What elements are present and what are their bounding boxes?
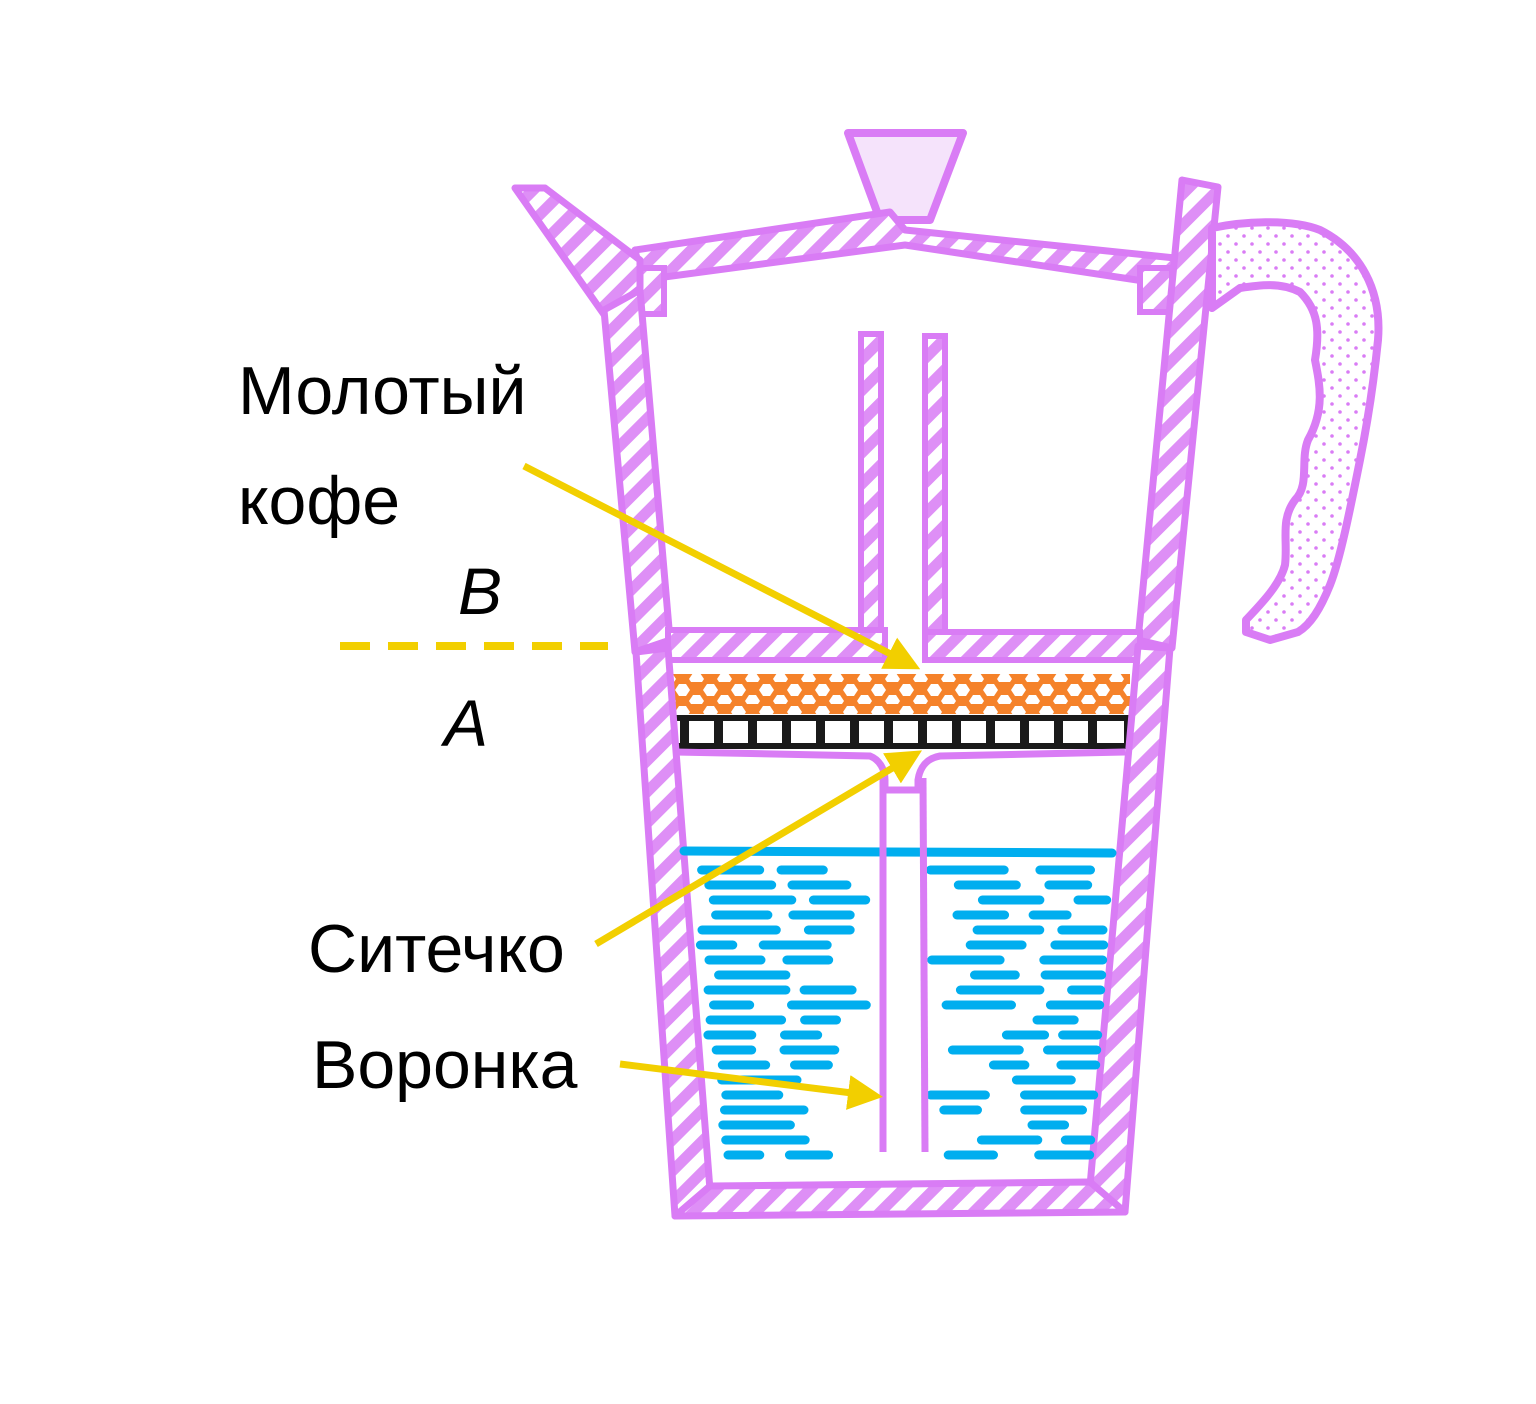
arrow-ground-coffee bbox=[522, 462, 921, 670]
central-column-left bbox=[858, 331, 884, 637]
strainer-bottom bbox=[674, 748, 1126, 794]
water bbox=[679, 846, 1117, 1160]
lid-knob bbox=[844, 129, 967, 224]
label-strainer: Ситечко bbox=[308, 911, 565, 987]
label-point-a: A bbox=[440, 686, 488, 760]
label-ground-coffee-line1: Молотый bbox=[238, 353, 527, 429]
arrow-funnel bbox=[619, 1060, 883, 1110]
central-column-right bbox=[922, 333, 948, 637]
upper-floor-right bbox=[922, 629, 1143, 663]
arrow-strainer bbox=[594, 750, 923, 948]
label-point-b: B bbox=[458, 554, 502, 628]
strainer-grid bbox=[669, 715, 1130, 749]
ground-coffee-layer bbox=[672, 674, 1130, 714]
label-funnel: Воронка bbox=[312, 1027, 578, 1103]
lower-floor bbox=[671, 1178, 1129, 1220]
handle bbox=[1208, 218, 1383, 644]
label-ground-coffee-line2: кофе bbox=[238, 463, 400, 539]
upper-right-wall bbox=[1134, 176, 1222, 652]
spout bbox=[511, 184, 644, 320]
upper-left-wall bbox=[600, 286, 674, 656]
funnel-tube-right bbox=[919, 777, 929, 1153]
